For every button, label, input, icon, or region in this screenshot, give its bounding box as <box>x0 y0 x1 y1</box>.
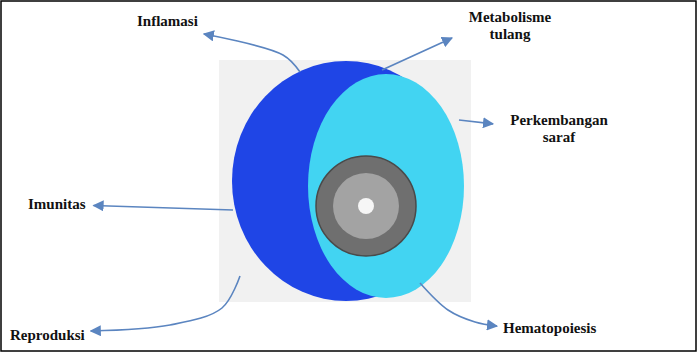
nucleus-core <box>358 198 374 214</box>
nucleus-inner <box>333 173 399 239</box>
function-label: Reproduksi <box>10 327 85 344</box>
function-label: Hematopoiesis <box>503 320 596 337</box>
function-label: Imunitas <box>28 196 86 213</box>
leader-arrow <box>382 38 452 70</box>
nucleus-outer <box>316 156 416 256</box>
function-label: Inflamasi <box>137 13 198 30</box>
leader-arrow <box>91 276 240 331</box>
leader-arrow <box>420 283 497 326</box>
leader-arrow <box>94 206 233 211</box>
leader-arrow <box>204 34 300 72</box>
leader-arrow <box>459 120 493 124</box>
function-label: Metabolisme tulang <box>458 9 562 43</box>
function-label: Perkembangan saraf <box>500 112 618 146</box>
middle-layer <box>308 74 464 298</box>
image-ground <box>219 60 471 302</box>
